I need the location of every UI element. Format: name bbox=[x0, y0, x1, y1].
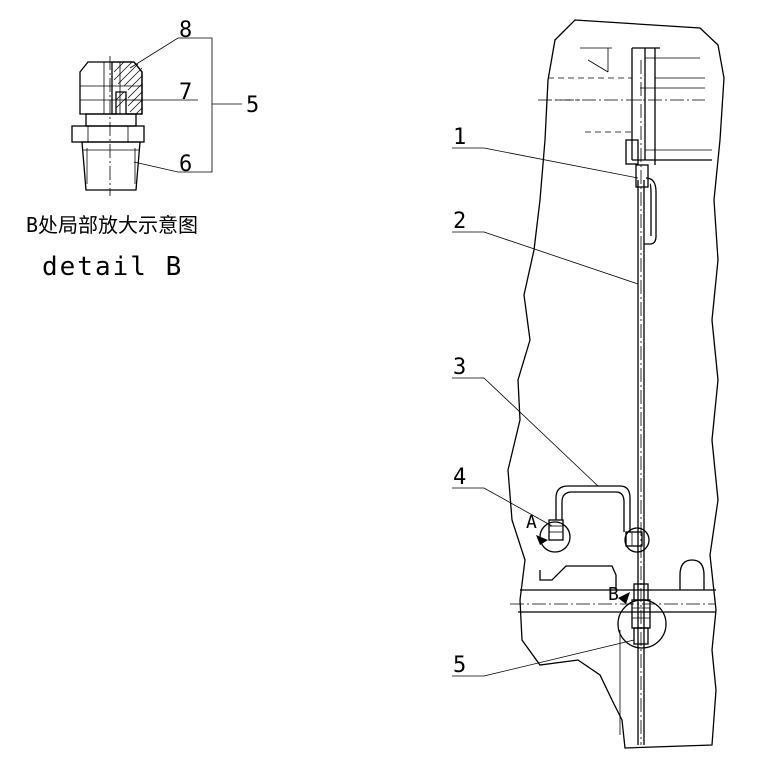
fitting-b bbox=[617, 583, 667, 735]
callout-4: 4 bbox=[453, 465, 466, 490]
bent-pipe bbox=[555, 485, 631, 532]
housing-outline bbox=[507, 19, 725, 749]
callout-1: 1 bbox=[453, 125, 466, 150]
fitting-right bbox=[624, 527, 650, 553]
upper-fitting bbox=[635, 164, 657, 245]
main-assembly-view: 1 2 3 4 5 A B bbox=[452, 19, 725, 749]
callout-2: 2 bbox=[453, 209, 466, 234]
detail-label-5: 5 bbox=[246, 93, 259, 118]
lower-bracket bbox=[510, 559, 716, 613]
detail-b-view: 8 7 6 5 B处局部放大示意图 detail B bbox=[26, 18, 259, 282]
detail-caption-cn: B处局部放大示意图 bbox=[26, 213, 198, 237]
top-flange bbox=[538, 47, 712, 165]
marker-a: A bbox=[526, 512, 537, 533]
fitting-a bbox=[536, 519, 571, 553]
detail-label-6: 6 bbox=[179, 152, 192, 177]
detail-label-8: 8 bbox=[179, 18, 192, 43]
callout-5: 5 bbox=[453, 653, 466, 678]
detail-caption-en: detail B bbox=[42, 252, 183, 282]
detail-label-7: 7 bbox=[179, 80, 192, 105]
vertical-oil-tube bbox=[637, 60, 645, 745]
callout-3: 3 bbox=[453, 355, 466, 380]
marker-b: B bbox=[608, 584, 619, 605]
hatch-pattern bbox=[113, 61, 143, 115]
